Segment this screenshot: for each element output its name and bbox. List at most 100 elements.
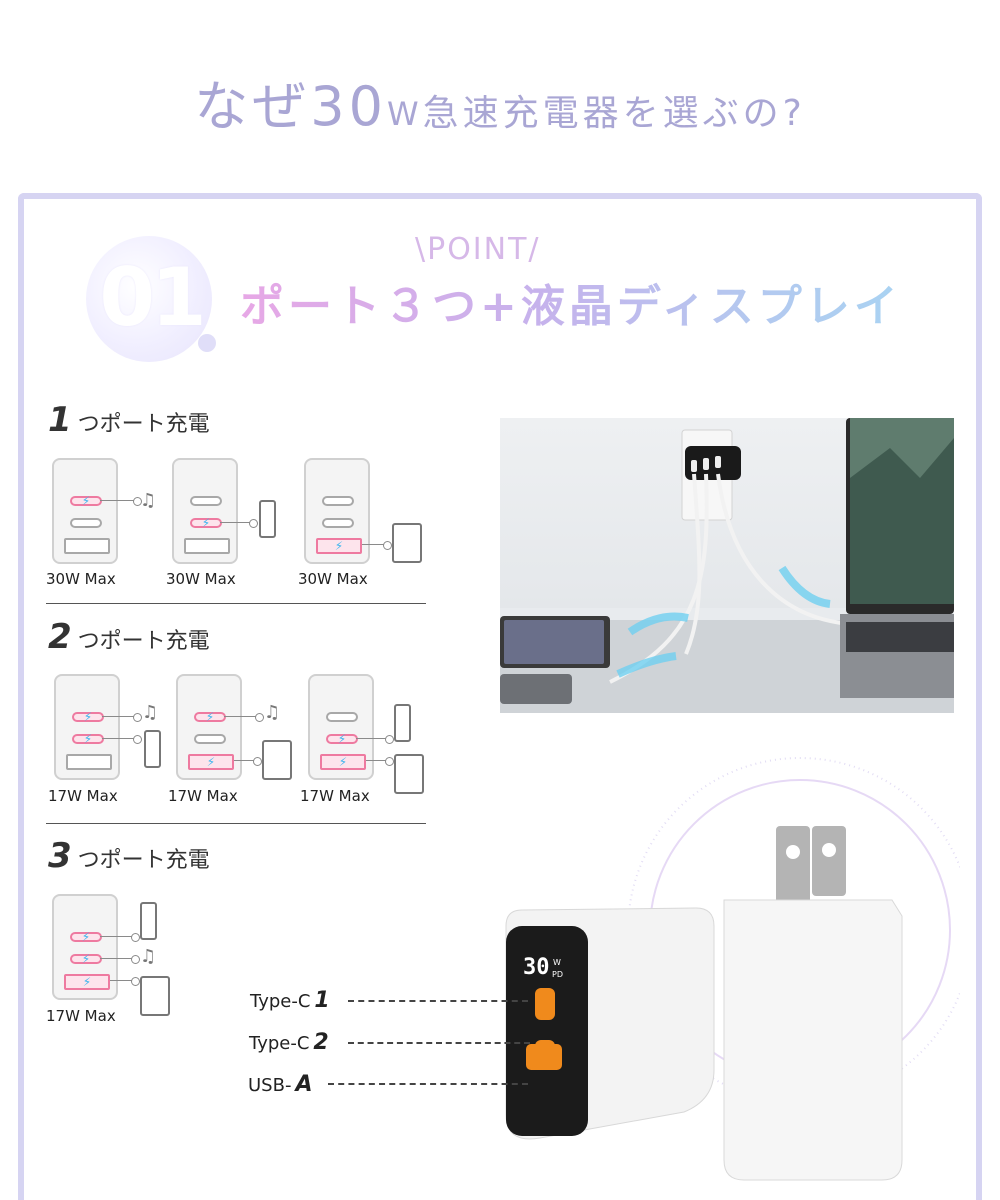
display-unit-pd: PD <box>552 970 563 979</box>
lightning-icon: ⚡ <box>83 731 93 746</box>
usb-a-port: ⚡ <box>188 754 234 770</box>
lightning-icon: ⚡ <box>81 951 91 966</box>
charger-diagram: ⚡ ⚡ <box>176 674 242 780</box>
watt-label: 17W Max <box>300 787 370 805</box>
watt-label: 30W Max <box>166 570 236 588</box>
lightning-icon: ⚡ <box>338 754 348 769</box>
usb-a-port <box>64 538 110 554</box>
point-label: \POINT/ <box>415 232 541 267</box>
port-number: 2 <box>313 1030 329 1055</box>
usb-c-port-1: ⚡ <box>70 493 102 508</box>
usb-c-port-1: ⚡ <box>194 709 226 724</box>
connector-line <box>366 757 394 766</box>
usb-c-port-2: ⚡ <box>326 731 358 746</box>
port-label-usb-a: USB-A <box>248 1072 312 1097</box>
port-name: Type-C <box>249 1033 310 1054</box>
usb-c-port-2: ⚡ <box>70 951 102 966</box>
usb-c-port-2: ⚡ <box>72 731 104 746</box>
phone-icon <box>140 902 157 940</box>
section-label: つポート充電 <box>77 629 210 654</box>
connector-line <box>102 735 142 744</box>
connector-line <box>220 519 258 528</box>
point-badge-dot <box>198 334 216 352</box>
connector-line <box>110 977 140 986</box>
connector-line <box>100 497 142 506</box>
charger-diagram: ⚡ ⚡ <box>54 674 120 780</box>
usb-c-port-2 <box>322 518 354 528</box>
charger-diagram: ⚡ <box>52 458 118 564</box>
lightning-icon: ⚡ <box>201 515 211 530</box>
charger-diagram: ⚡ <box>304 458 370 564</box>
section-number: 2 <box>48 617 72 657</box>
connector-line <box>234 757 262 766</box>
watt-label: 30W Max <box>298 570 368 588</box>
page-title: なぜ30W急速充電器を選ぶの? <box>0 62 1000 141</box>
earbuds-icon: ♫ <box>140 946 157 967</box>
usb-c-port-1: ⚡ <box>70 929 102 944</box>
lightning-icon: ⚡ <box>205 709 215 724</box>
lightning-icon: ⚡ <box>83 709 93 724</box>
usage-scene <box>500 418 954 713</box>
phone-icon <box>144 730 161 768</box>
port-pointer-line <box>348 1000 528 1002</box>
usb-c-port-2: ⚡ <box>190 515 222 530</box>
section-divider <box>46 603 426 604</box>
watt-label: 17W Max <box>46 1007 116 1025</box>
point-badge-number: 01 <box>99 251 206 344</box>
port-number: 1 <box>314 988 330 1013</box>
usb-c-port-2 <box>70 518 102 528</box>
usb-a-port: ⚡ <box>320 754 366 770</box>
watt-label: 17W Max <box>48 787 118 805</box>
tablet-icon <box>262 740 292 780</box>
phone-icon <box>394 704 411 742</box>
connector-line <box>224 713 264 722</box>
earbuds-icon: ♫ <box>142 702 159 723</box>
connector-line <box>362 541 392 550</box>
usb-c-port-1 <box>322 496 354 506</box>
charger-diagram: ⚡ <box>172 458 238 564</box>
section-number: 1 <box>48 400 72 440</box>
watt-label: 30W Max <box>46 570 116 588</box>
lightning-icon: ⚡ <box>81 493 91 508</box>
connector-line <box>100 955 140 964</box>
port-number: A <box>295 1072 313 1097</box>
tablet-icon <box>392 523 422 563</box>
usb-c-port-1: ⚡ <box>72 709 104 724</box>
port-name: Type-C <box>250 991 311 1012</box>
product-usage-photo <box>500 418 954 713</box>
lightning-icon: ⚡ <box>337 731 347 746</box>
section-label: つポート充電 <box>77 848 210 873</box>
usb-c-port-1 <box>190 496 222 506</box>
usb-a-port <box>184 538 230 554</box>
display-reading: 30 <box>523 955 550 980</box>
connector-line <box>102 713 142 722</box>
point-badge-circle <box>86 236 212 362</box>
title-unit: W <box>386 95 423 133</box>
phone-icon <box>259 500 276 538</box>
charger-diagram: ⚡ ⚡ <box>308 674 374 780</box>
earbuds-icon: ♫ <box>264 702 281 723</box>
port-name: USB- <box>248 1075 292 1096</box>
earbuds-icon: ♫ <box>140 490 157 511</box>
tablet-icon <box>140 976 170 1016</box>
charger-product-render <box>505 757 960 1181</box>
connector-line <box>100 933 140 942</box>
usb-a-port: ⚡ <box>316 538 362 554</box>
section-number: 3 <box>48 836 72 876</box>
usb-c-port-2-render <box>535 1040 555 1052</box>
charger-diagram: ⚡ ⚡ ⚡ <box>52 894 118 1000</box>
usb-a-port <box>66 754 112 770</box>
watt-label: 17W Max <box>168 787 238 805</box>
tablet-icon <box>394 754 424 794</box>
section-divider <box>46 823 426 824</box>
lightning-icon: ⚡ <box>81 929 91 944</box>
title-prefix: なぜ30 <box>194 75 387 138</box>
section-label: つポート充電 <box>77 412 210 437</box>
port-pointer-line <box>348 1042 530 1044</box>
lightning-icon: ⚡ <box>82 974 92 989</box>
usb-c-port-1 <box>326 712 358 722</box>
